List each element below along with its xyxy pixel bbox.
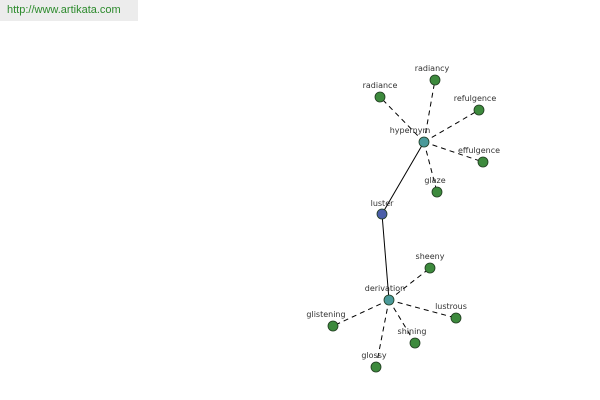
word-node-sheeny-dot[interactable] xyxy=(424,262,436,274)
word-node-sheeny[interactable]: sheeny xyxy=(416,252,445,274)
word-node-glistening-dot[interactable] xyxy=(327,320,339,332)
word-node-lustrous-label: lustrous xyxy=(435,302,467,311)
relation-node-hypernym-label: hypernym xyxy=(390,126,431,135)
edge-hypernym-radiance xyxy=(379,96,425,143)
edge-luster-derivation xyxy=(381,213,390,301)
edge-derivation-glistening xyxy=(332,299,390,327)
word-node-glossy-label: glossy xyxy=(361,351,387,360)
edge-hypernym-refulgence xyxy=(423,109,480,143)
relation-node-hypernym[interactable]: hypernym xyxy=(390,126,431,148)
center-node-luster-dot[interactable] xyxy=(376,208,388,220)
word-node-glaze-dot[interactable] xyxy=(431,186,443,198)
word-node-lustrous-dot[interactable] xyxy=(450,312,462,324)
site-link[interactable]: http://www.artikata.com xyxy=(0,0,138,21)
edge-hypernym-effulgence xyxy=(423,141,484,163)
word-node-radiancy-dot[interactable] xyxy=(429,74,441,86)
word-node-lustrous[interactable]: lustrous xyxy=(435,302,467,324)
word-node-refulgence[interactable]: refulgence xyxy=(454,94,497,116)
word-node-radiancy-label: radiancy xyxy=(415,64,450,73)
word-node-glossy-dot[interactable] xyxy=(370,361,382,373)
word-node-sheeny-label: sheeny xyxy=(416,252,445,261)
relation-node-derivation-label: derivation xyxy=(365,284,405,293)
word-node-radiance-dot[interactable] xyxy=(374,91,386,103)
word-node-shining-label: shining xyxy=(398,327,427,336)
word-node-shining-dot[interactable] xyxy=(409,337,421,349)
graph-nodes: radiance radiancy refulgence effulgence glaz… xyxy=(306,64,500,373)
word-node-shining[interactable]: shining xyxy=(398,327,427,349)
word-node-radiance[interactable]: radiance xyxy=(363,81,398,103)
word-node-glaze[interactable]: glaze xyxy=(424,176,446,198)
word-node-glossy[interactable]: glossy xyxy=(361,351,387,373)
relation-node-derivation-dot[interactable] xyxy=(383,294,395,306)
center-node-luster[interactable]: luster xyxy=(371,199,395,220)
edge-hypernym-radiancy xyxy=(423,79,436,143)
word-node-refulgence-dot[interactable] xyxy=(473,104,485,116)
word-node-effulgence-dot[interactable] xyxy=(477,156,489,168)
word-node-effulgence[interactable]: effulgence xyxy=(458,146,500,168)
edge-luster-hypernym xyxy=(381,141,425,215)
center-node-luster-label: luster xyxy=(371,199,395,208)
relation-node-derivation[interactable]: derivation xyxy=(365,284,405,306)
word-node-effulgence-label: effulgence xyxy=(458,146,500,155)
edge-derivation-shining xyxy=(388,299,416,344)
word-node-glistening-label: glistening xyxy=(306,310,345,319)
relation-node-hypernym-dot[interactable] xyxy=(418,136,430,148)
word-node-glaze-label: glaze xyxy=(424,176,445,185)
edge-derivation-glossy xyxy=(375,299,390,368)
word-node-radiance-label: radiance xyxy=(363,81,398,90)
word-node-glistening[interactable]: glistening xyxy=(306,310,346,332)
word-node-refulgence-label: refulgence xyxy=(454,94,497,103)
word-node-radiancy[interactable]: radiancy xyxy=(415,64,450,86)
graph-edges xyxy=(332,79,484,368)
edge-derivation-lustrous xyxy=(388,299,457,319)
